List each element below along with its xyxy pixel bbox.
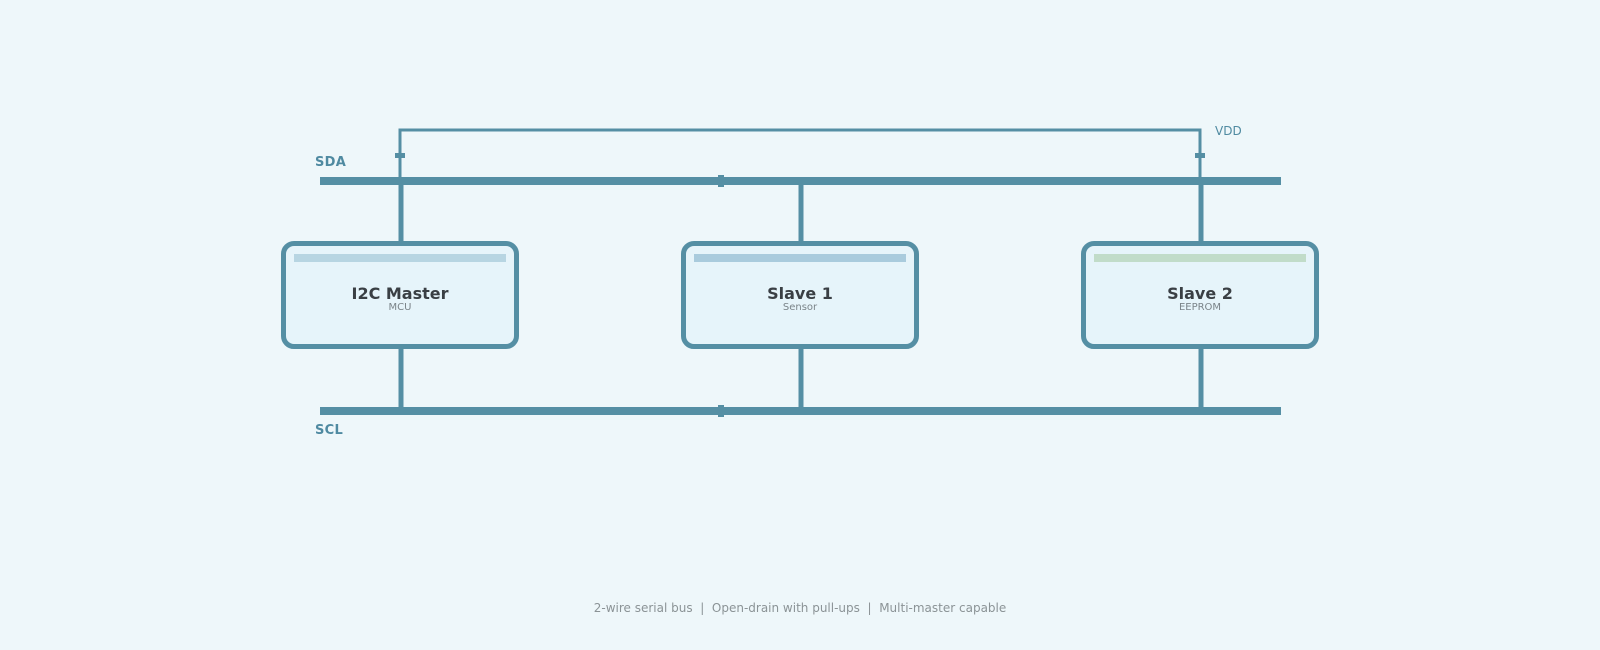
node-subtitle: Sensor [782,302,818,313]
vdd-rail [398,128,1202,156]
sda-bus-marker [718,175,724,187]
node-subtitle: MCU [388,302,412,313]
node-title: I2C Master [351,284,449,303]
scl-label: SCL [315,423,344,438]
vdd-label: VDD [1215,124,1242,138]
node-subtitle: EEPROM [1178,302,1222,313]
pullup-resistor-left [395,153,405,158]
node-header-strip [1094,254,1306,262]
node-title: Slave 1 [767,284,833,303]
node-slave-1: Slave 1 Sensor [681,241,919,349]
node-header-strip [694,254,906,262]
node-slave-2: Slave 2 EEPROM [1081,241,1319,349]
footer-caption: 2-wire serial bus | Open-drain with pull… [593,601,1007,615]
node-title: Slave 2 [1167,284,1233,303]
pullup-resistor-right [1195,153,1205,158]
node-i2c-master: I2C Master MCU [281,241,519,349]
scl-bus-marker [718,405,724,417]
node-header-strip [294,254,506,262]
sda-label: SDA [315,155,347,170]
